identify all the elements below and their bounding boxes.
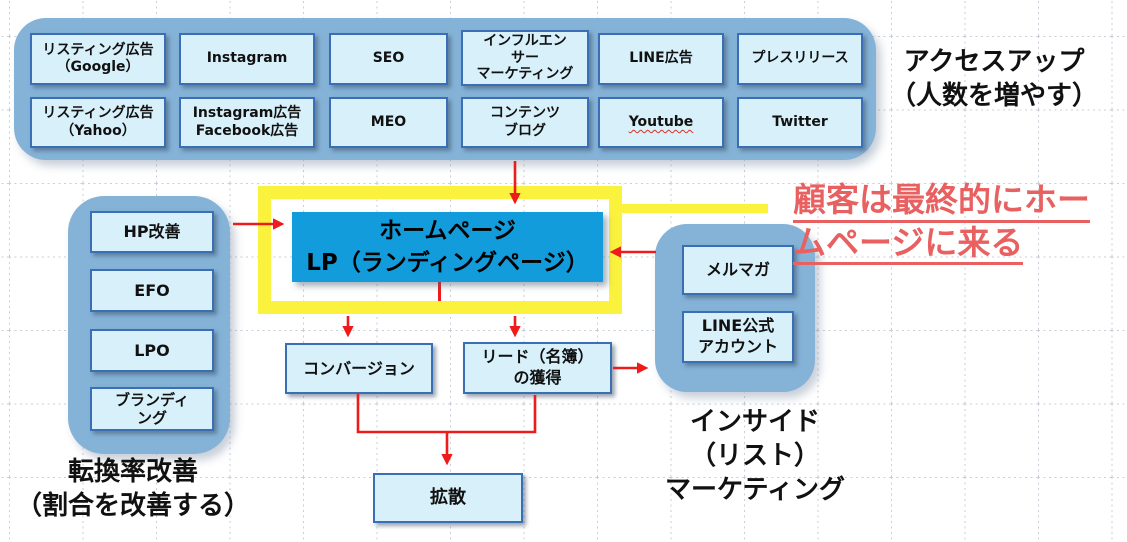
channel-box-twitter: Twitter bbox=[737, 97, 863, 148]
inside-marketing-caption: インサイド （リスト） マーケティング bbox=[665, 407, 845, 505]
channel-box-line-ads: LINE広告 bbox=[598, 33, 724, 85]
branding-box: ブランディ ング bbox=[90, 387, 214, 431]
channel-box-press-release: プレスリリース bbox=[737, 33, 863, 85]
annotation-line2: ムページに来る bbox=[793, 225, 1024, 266]
access-up-caption: アクセスアップ （人数を増やす） bbox=[889, 47, 1098, 111]
highlight-frame bbox=[258, 186, 622, 314]
conversion-box: コンバージョン bbox=[285, 343, 433, 394]
homepage-lp-box: ホームページ LP（ランディングページ） bbox=[292, 212, 603, 282]
hp-improvement-box: HP改善 bbox=[90, 211, 214, 253]
mail-magazine-box: メルマガ bbox=[682, 245, 794, 295]
channel-box-listing-yahoo: リスティング広告 （Yahoo） bbox=[30, 97, 166, 148]
channel-box-youtube: Youtube bbox=[598, 97, 724, 148]
channel-box-instagram-facebook-ads: Instagram広告 Facebook広告 bbox=[179, 97, 315, 148]
channel-box-influencer-marketing: インフルエン サー マーケティング bbox=[461, 30, 589, 86]
efo-box: EFO bbox=[90, 269, 214, 312]
annotation-text: 顧客は最終的にホー ムページに来る bbox=[793, 182, 1090, 268]
connector-stub bbox=[438, 281, 441, 303]
line-official-account-box: LINE公式 アカウント bbox=[682, 311, 794, 363]
channel-box-content-blog: コンテンツ ブログ bbox=[461, 97, 589, 148]
annotation-line1: 顧客は最終的にホー bbox=[793, 182, 1090, 223]
conversion-rate-caption: 転換率改善 （割合を改善する） bbox=[15, 457, 250, 521]
highlight-callout-line bbox=[622, 204, 768, 213]
channel-box-listing-google: リスティング広告 （Google） bbox=[30, 33, 166, 85]
channel-box-seo: SEO bbox=[329, 33, 448, 85]
channel-box-meo: MEO bbox=[329, 97, 448, 148]
channel-box-instagram: Instagram bbox=[179, 33, 315, 85]
lead-box: リード（名簿） の獲得 bbox=[463, 342, 612, 394]
lpo-box: LPO bbox=[90, 329, 214, 372]
spread-box: 拡散 bbox=[373, 473, 523, 523]
